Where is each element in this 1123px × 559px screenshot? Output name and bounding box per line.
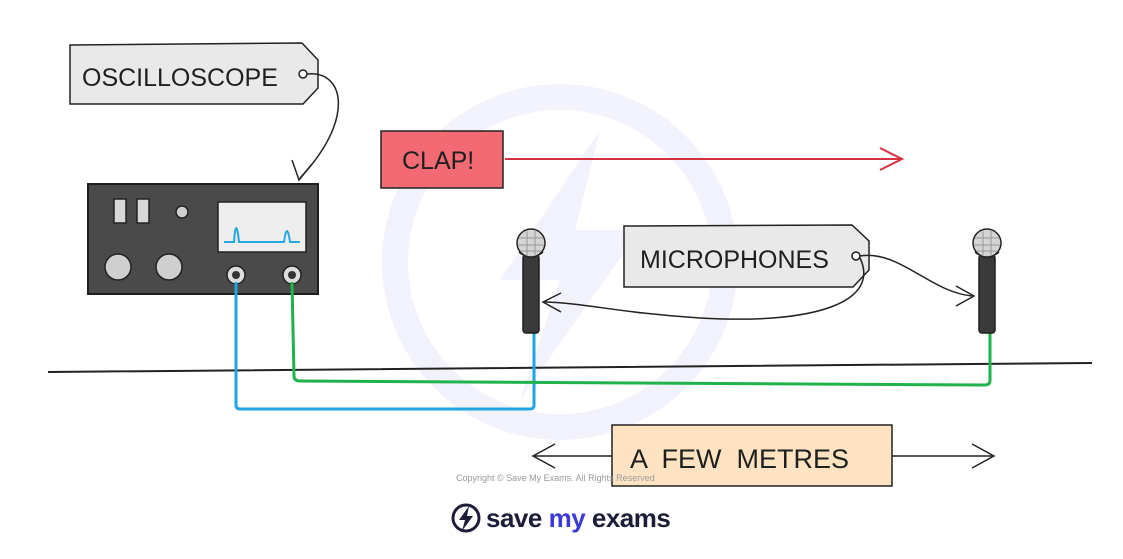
pointer-to-mic-1-head	[541, 292, 562, 313]
indicator-light	[175, 205, 189, 219]
oscilloscope-label: OSCILLOSCOPE	[82, 64, 278, 92]
microphone-1	[516, 228, 546, 334]
oscilloscope-label-tag: OSCILLOSCOPE	[69, 42, 319, 105]
sound-direction-arrowhead	[879, 147, 905, 171]
switch-left	[113, 198, 127, 224]
distance-arrowhead-left	[531, 443, 556, 469]
save-my-exams-bolt-icon	[451, 503, 481, 533]
switch-right	[136, 198, 150, 224]
microphones-label-tag: MICROPHONES	[623, 224, 870, 288]
oscilloscope-pointer-head	[291, 159, 313, 182]
distance-label: A FEW METRES	[630, 444, 849, 474]
pointer-to-mic-2-head	[955, 285, 976, 307]
knob-right	[155, 253, 183, 281]
oscilloscope-device	[87, 183, 319, 295]
microphones-label: MICROPHONES	[640, 246, 829, 274]
pointer-to-mic-1	[544, 257, 865, 320]
distance-arrowhead-right	[971, 443, 996, 469]
brand-word-exams: exams	[591, 502, 671, 533]
microphone-2	[972, 228, 1002, 334]
oscilloscope-screen	[217, 201, 307, 253]
blue-wire	[234, 282, 536, 411]
oscilloscope-pointer-arrow	[299, 73, 340, 179]
distance-label-box: A FEW METRES	[611, 424, 893, 487]
copyright-notice: Copyright © Save My Exams. All Rights Re…	[456, 473, 655, 483]
clap-label: CLAP!	[402, 147, 474, 175]
brand-logo: save my exams	[486, 498, 671, 538]
pointer-to-mic-2	[859, 254, 973, 297]
knob-left	[104, 253, 132, 281]
green-wire	[290, 281, 992, 387]
waveform-trace	[224, 227, 300, 243]
ground-line	[47, 362, 1093, 373]
brand-word-save: save	[486, 502, 542, 533]
clap-label-box: CLAP!	[380, 130, 504, 189]
brand-word-my: my	[548, 502, 586, 533]
brand-wordmark: save my exams	[486, 502, 671, 534]
